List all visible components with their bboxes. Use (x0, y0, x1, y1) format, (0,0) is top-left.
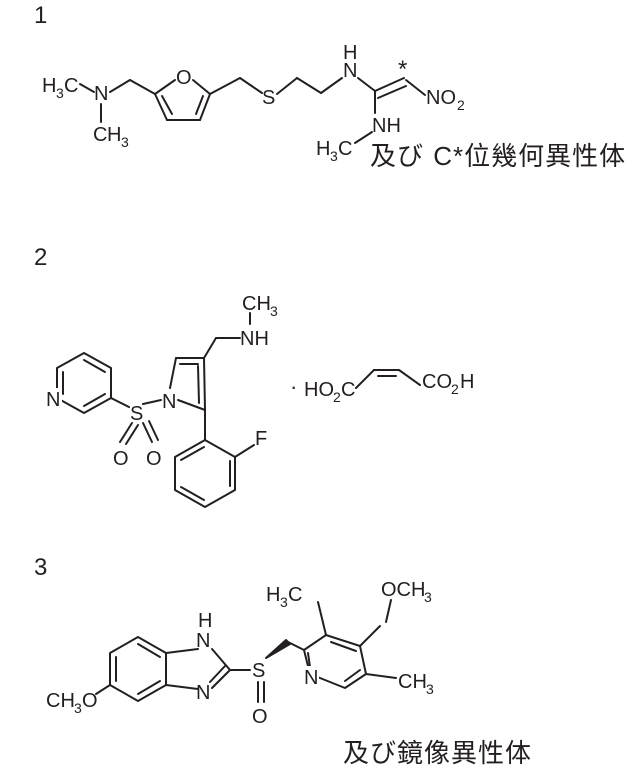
atom-label: O (113, 448, 129, 470)
atom-label: HO (304, 379, 334, 401)
atom-label: H (266, 584, 280, 606)
atom-label: 3 (280, 594, 288, 610)
atom-label: 3 (270, 303, 278, 319)
atom-label: 3 (424, 589, 432, 605)
atom-label: C (93, 124, 107, 146)
atom-label: O (252, 706, 268, 728)
atom-label: NO (426, 87, 456, 109)
atom-label: H (460, 371, 474, 393)
compound-1-structure: H 3 C N C H 3 O S N H * NO 2 NH H 3 C (42, 42, 465, 164)
atom-label: N (94, 83, 108, 105)
compound-3-structure: CH 3 O N H N S O N H 3 C OCH 3 CH 3 (46, 579, 434, 728)
atom-label: NH (372, 115, 401, 137)
atom-label: CO (422, 371, 452, 393)
atom-label: CH (46, 690, 75, 712)
atom-label: 3 (121, 134, 129, 150)
compound-1-number: 1 (34, 2, 48, 29)
c-star-label: C* (433, 141, 465, 171)
atom-label: S (252, 660, 265, 682)
atom-label: S (262, 87, 275, 109)
atom-label: H (343, 42, 357, 64)
atom-label: H (42, 75, 56, 97)
compound-1-isomer-note: 及び C*位幾何異性体 (370, 136, 626, 173)
atom-label: · (290, 374, 297, 399)
atom-label: 3 (74, 700, 82, 716)
atom-label: 3 (426, 681, 434, 697)
atom-label: C (341, 379, 355, 401)
atom-label: N (343, 60, 357, 82)
compound-3-isomer-note: 及び鏡像異性体 (343, 739, 533, 769)
atom-label: O (176, 67, 192, 89)
atom-label: C (288, 584, 302, 606)
isomer-note-rest: 位幾何異性体 (464, 142, 627, 172)
atom-label: H (198, 610, 212, 632)
atom-label: N (162, 391, 176, 413)
atom-label: F (255, 428, 267, 450)
atom-label: O (82, 690, 98, 712)
atom-label: 2 (333, 389, 341, 405)
atom-label: S (130, 403, 143, 425)
atom-label: H (316, 138, 330, 160)
atom-label: H (107, 124, 121, 146)
atom-label: N (196, 630, 210, 652)
atom-label: 3 (56, 85, 64, 101)
atom-label: N (196, 682, 210, 704)
atom-label: * (398, 56, 407, 83)
atom-label: NH (240, 328, 269, 350)
atom-label: OCH (381, 579, 425, 601)
compound-3-number: 3 (34, 554, 48, 581)
atom-label: CH (398, 671, 427, 693)
atom-label: 3 (330, 148, 338, 164)
atom-label: C (338, 138, 352, 160)
atom-label: 2 (451, 381, 459, 397)
atom-label: N (46, 389, 60, 411)
atom-label: CH (242, 293, 271, 315)
atom-label: C (64, 75, 78, 97)
atom-label: 2 (457, 97, 465, 113)
compound-2-structure: CH 3 NH N S O O N F · HO 2 C CO 2 H (44, 293, 474, 508)
atom-label: O (146, 448, 162, 470)
atom-label: N (304, 667, 318, 689)
compound-2-number: 2 (34, 244, 48, 271)
isomer-note-prefix: 及び (370, 142, 434, 172)
